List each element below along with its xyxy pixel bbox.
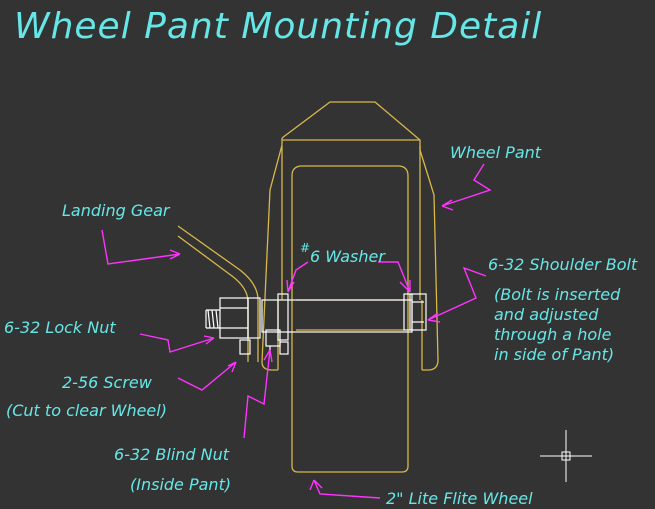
label-bolt-note-1: (Bolt is inserted — [494, 285, 621, 304]
label-bolt-note-2: and adjusted — [494, 305, 599, 324]
label-washer: 6 Washer — [310, 247, 386, 266]
lock-nut — [205, 297, 261, 339]
label-screw: 2-56 Screw — [62, 373, 153, 392]
label-washer-number-sign: # — [300, 241, 310, 255]
label-wheel-pant: Wheel Pant — [450, 143, 542, 162]
drawing-title: Wheel Pant Mounting Detail — [14, 6, 542, 47]
label-bolt-note-4: in side of Pant) — [494, 345, 614, 364]
washers — [277, 293, 413, 341]
leader-lines — [101, 163, 492, 499]
label-bolt-note-3: through a hole — [494, 325, 612, 344]
screw-and-blind-nut — [239, 329, 289, 355]
crosshair-icon — [540, 430, 592, 482]
label-shoulder-bolt: 6-32 Shoulder Bolt — [488, 255, 638, 274]
landing-gear-wire — [177, 225, 259, 362]
label-landing-gear: Landing Gear — [62, 201, 171, 220]
wheel-pant-shell — [261, 101, 439, 371]
label-screw-note: (Cut to clear Wheel) — [6, 401, 167, 420]
label-lock-nut: 6-32 Lock Nut — [4, 318, 116, 337]
label-blind-nut-note: (Inside Pant) — [130, 475, 231, 494]
label-blind-nut: 6-32 Blind Nut — [114, 445, 230, 464]
label-wheel: 2" Lite Flite Wheel — [386, 489, 533, 508]
axle-shoulder-bolt — [261, 293, 427, 333]
wheel — [291, 165, 409, 473]
